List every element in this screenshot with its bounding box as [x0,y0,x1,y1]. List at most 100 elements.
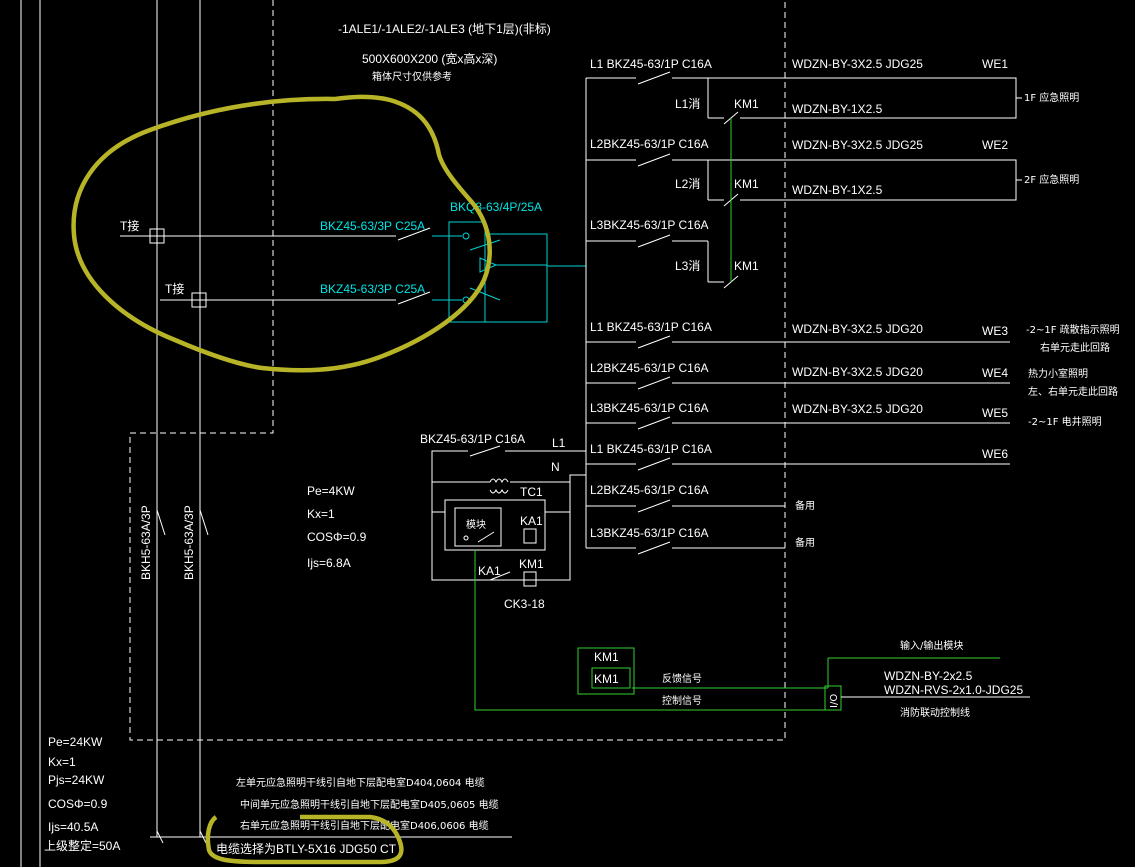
signal-km1a: KM1 [594,650,619,664]
main-param-ijs: Ijs=40.5A [48,820,98,834]
circuit-4-id: WE3 [982,324,1008,338]
signal-cable1: WDZN-BY-2x2.5 [884,669,973,683]
signal-module-title: 输入/输出模块 [900,639,963,652]
control-l1: L1 [552,436,566,450]
transfer-blade-1 [469,239,501,251]
ka1-contact-line [489,571,511,581]
circuit-1-id: WE1 [982,57,1008,71]
circuit-6-note1: -2~1F 电井照明 [1028,415,1102,428]
circuit-5-id: WE4 [982,366,1008,380]
control-ka1-contact: KA1 [478,564,501,578]
circuit-4-breaker: L1 BKZ45-63/1P C16A [590,320,712,334]
bracket-1f [1010,77,1022,119]
transfer-contact-1 [462,232,470,240]
circuit-7: L1 BKZ45-63/1P C16A WE6 [586,442,1010,471]
circuit-4-note1: -2~1F 疏散指示照明 [1026,323,1120,336]
circuit-2-cable: WDZN-BY-3X2.5 JDG25 [792,138,923,152]
ka1-coil [523,528,537,544]
note-right: 右单元应急照明干线引自地下层配电室D406,0606 电缆 [240,819,489,832]
floor-label-2f: 2F 应急照明 [1024,173,1079,186]
fire-line-2-km: KM1 [734,177,759,191]
circuit-9: L3BKZ45-63/1P C16A 备用 [586,526,815,555]
circuit-7-breaker: L1 BKZ45-63/1P C16A [590,442,712,456]
fire-line-3: L3消 KM1 [675,241,759,289]
fire-line-3-label: L3消 [675,259,700,273]
circuit-5-note2: 左、右单元走此回路 [1028,385,1118,398]
breaker-contact-1 [397,227,431,241]
control-box-label: 模块 [466,519,486,531]
control-n: N [551,460,560,474]
main-param-kx: Kx=1 [48,755,76,769]
main-param-pe: Pe=24KW [48,735,103,749]
circuit-3-breaker: L3BKZ45-63/1P C16A [590,218,709,232]
signal-km1b: KM1 [594,672,619,686]
transfer-switch-body [484,233,548,323]
control-wiring [432,481,570,513]
circuit-8: L2BKZ45-63/1P C16A 备用 [586,483,815,513]
io-module-box [824,685,842,711]
circuit-6-cable: WDZN-BY-3X2.5 JDG20 [792,402,923,416]
circuit-8-breaker: L2BKZ45-63/1P C16A [590,483,709,497]
control-km1-coil: KM1 [519,557,544,571]
highlight-circle-transfer [71,94,492,373]
incoming-breaker-2: BKZ45-63/3P C25A [320,282,425,296]
bkh-label-2: BKH5-63A/3P [182,505,196,580]
control-tc1: TC1 [520,485,543,499]
circuit-2-id: WE2 [982,138,1008,152]
floor-label-1f: 1F 应急照明 [1024,91,1079,104]
fire-line-1-cable: WDZN-BY-1X2.5 [792,102,883,116]
control-ka1-coil: KA1 [520,514,543,528]
circuit-1-breaker: L1 BKZ45-63/1P C16A [590,57,712,71]
main-param-setting: 上级整定=50A [44,838,120,853]
circuit-5-note1: 热力小室照明 [1028,367,1088,380]
fire-line-2-cable: WDZN-BY-1X2.5 [792,183,883,197]
fire-line-2-label: L2消 [675,177,700,191]
title-line-2: 500X600X200 (宽x高x深) [362,51,497,66]
circuit-6-breaker: L3BKZ45-63/1P C16A [590,401,709,415]
control-breaker: BKZ45-63/1P C16A [420,432,525,446]
tjie-label-1: T接 [120,218,139,233]
note-left: 左单元应急照明干线引自地下层配电室D404,0604 电缆 [236,776,485,789]
circuit-9-breaker: L3BKZ45-63/1P C16A [590,526,709,540]
transfer-switch-label: BKQ8-63/4P/25A [450,200,542,214]
signal-linkage: 消防联动控制线 [900,706,970,719]
control-loop [431,445,586,581]
circuit-6: L3BKZ45-63/1P C16A WDZN-BY-3X2.5 JDG20 W… [586,401,1102,430]
km1-signal-inner [591,667,631,689]
circuit-6-id: WE5 [982,406,1008,420]
fire-line-2: L2消 KM1 WDZN-BY-1X2.5 [675,160,1010,207]
cable-tick-1 [156,830,164,844]
circuit-2-breaker: L2BKZ45-63/1P C16A [590,137,709,151]
fire-line-1: L1消 KM1 WDZN-BY-1X2.5 [675,78,1010,125]
circuit-4-cable: WDZN-BY-3X2.5 JDG20 [792,322,923,336]
control-ck: CK3-18 [504,597,545,611]
signal-io: I/O [829,694,840,708]
circuit-2: L2BKZ45-63/1P C16A WDZN-BY-3X2.5 JDG25 W… [586,137,1010,167]
circuit-4-note2: 右单元走此回路 [1040,341,1110,354]
bkh-contact-1 [156,509,166,536]
km1-signal-box [577,647,635,695]
circuit-3: L3BKZ45-63/1P C16A [586,218,709,248]
title-line-1: -1ALE1/-1ALE2/-1ALE3 (地下1层)(非标) [338,22,551,36]
circuit-5-breaker: L2BKZ45-63/1P C16A [590,361,709,375]
circuit-1: L1 BKZ45-63/1P C16A WDZN-BY-3X2.5 JDG25 … [586,57,1010,85]
transformer-coil-icon [489,478,509,494]
control-box-dot [463,535,469,541]
box-param-cos: COSΦ=0.9 [307,530,367,544]
green-signal-line-1 [474,550,828,711]
signal-control: 控制信号 [662,694,702,707]
control-contact [477,531,495,543]
box-param-pe: Pe=4KW [307,484,355,498]
bracket-2f [1010,159,1022,201]
cable-tick-2 [199,830,207,844]
highlight-circle-cable [205,814,404,865]
fire-line-3-km: KM1 [734,259,759,273]
note-middle: 中间单元应急照明干线引自地下层配电室D405,0605 电缆 [240,798,499,811]
control-module-box [444,499,546,551]
control-sensor-box [454,507,502,547]
circuit-8-note1: 备用 [795,499,815,512]
circuit-1-cable: WDZN-BY-3X2.5 JDG25 [792,57,923,71]
bkh-label-1: BKH5-63A/3P [139,505,153,580]
circuit-9-note1: 备用 [795,536,815,549]
